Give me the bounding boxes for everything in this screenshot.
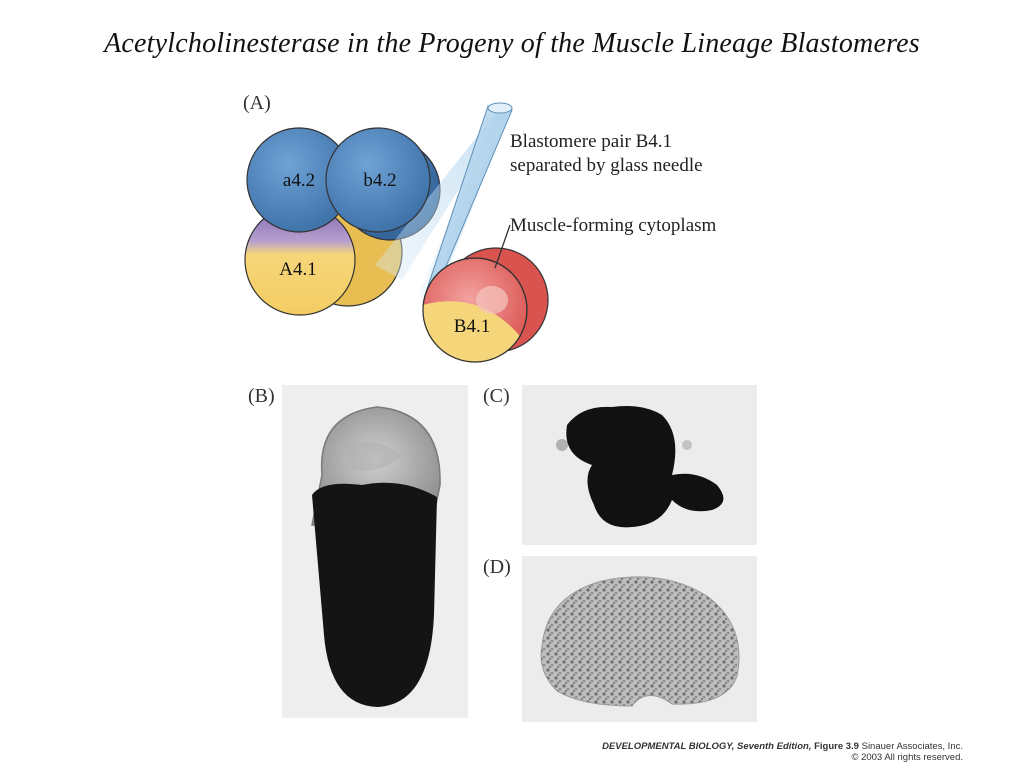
panel-label-c: (C)	[483, 385, 510, 407]
embryo-diagram: a4.2 b4.2 A4.1 B4.1	[244, 102, 549, 363]
cytoplasm-annotation: Muscle-forming cytoplasm	[510, 215, 717, 236]
credit-figure: Figure 3.9	[814, 741, 859, 752]
cell-label-a42: a4.2	[283, 170, 315, 191]
panel-label-b: (B)	[248, 385, 275, 407]
needle-annotation-line2: separated by glass needle	[510, 155, 703, 176]
page-title: Acetylcholinesterase in the Progeny of t…	[104, 28, 920, 59]
figure-credit: DEVELOPMENTAL BIOLOGY, Seventh Edition, …	[560, 741, 963, 763]
stained-cluster-image	[556, 406, 724, 528]
cell-label-b42: b4.2	[363, 170, 396, 191]
credit-book: DEVELOPMENTAL BIOLOGY, Seventh Edition,	[602, 741, 812, 752]
needle-annotation-line1: Blastomere pair B4.1	[510, 131, 672, 152]
panel-label-a: (A)	[243, 92, 271, 114]
micrograph-d	[522, 556, 757, 722]
cytoplasm-leader-line	[494, 224, 511, 269]
panel-label-d: (D)	[483, 556, 511, 578]
larva-stained-image	[311, 406, 441, 707]
cell-label-A41: A4.1	[279, 259, 316, 280]
credit-copyright: © 2003 All rights reserved.	[851, 752, 963, 763]
cell-label-B41: B4.1	[454, 316, 490, 337]
micrograph-b	[282, 385, 468, 718]
credit-publisher: Sinauer Associates, Inc.	[861, 741, 963, 752]
micrograph-c	[522, 385, 757, 545]
needle-annotation: Blastomere pair B4.1 separated by glass …	[510, 130, 703, 178]
unstained-cluster-image	[540, 576, 740, 707]
